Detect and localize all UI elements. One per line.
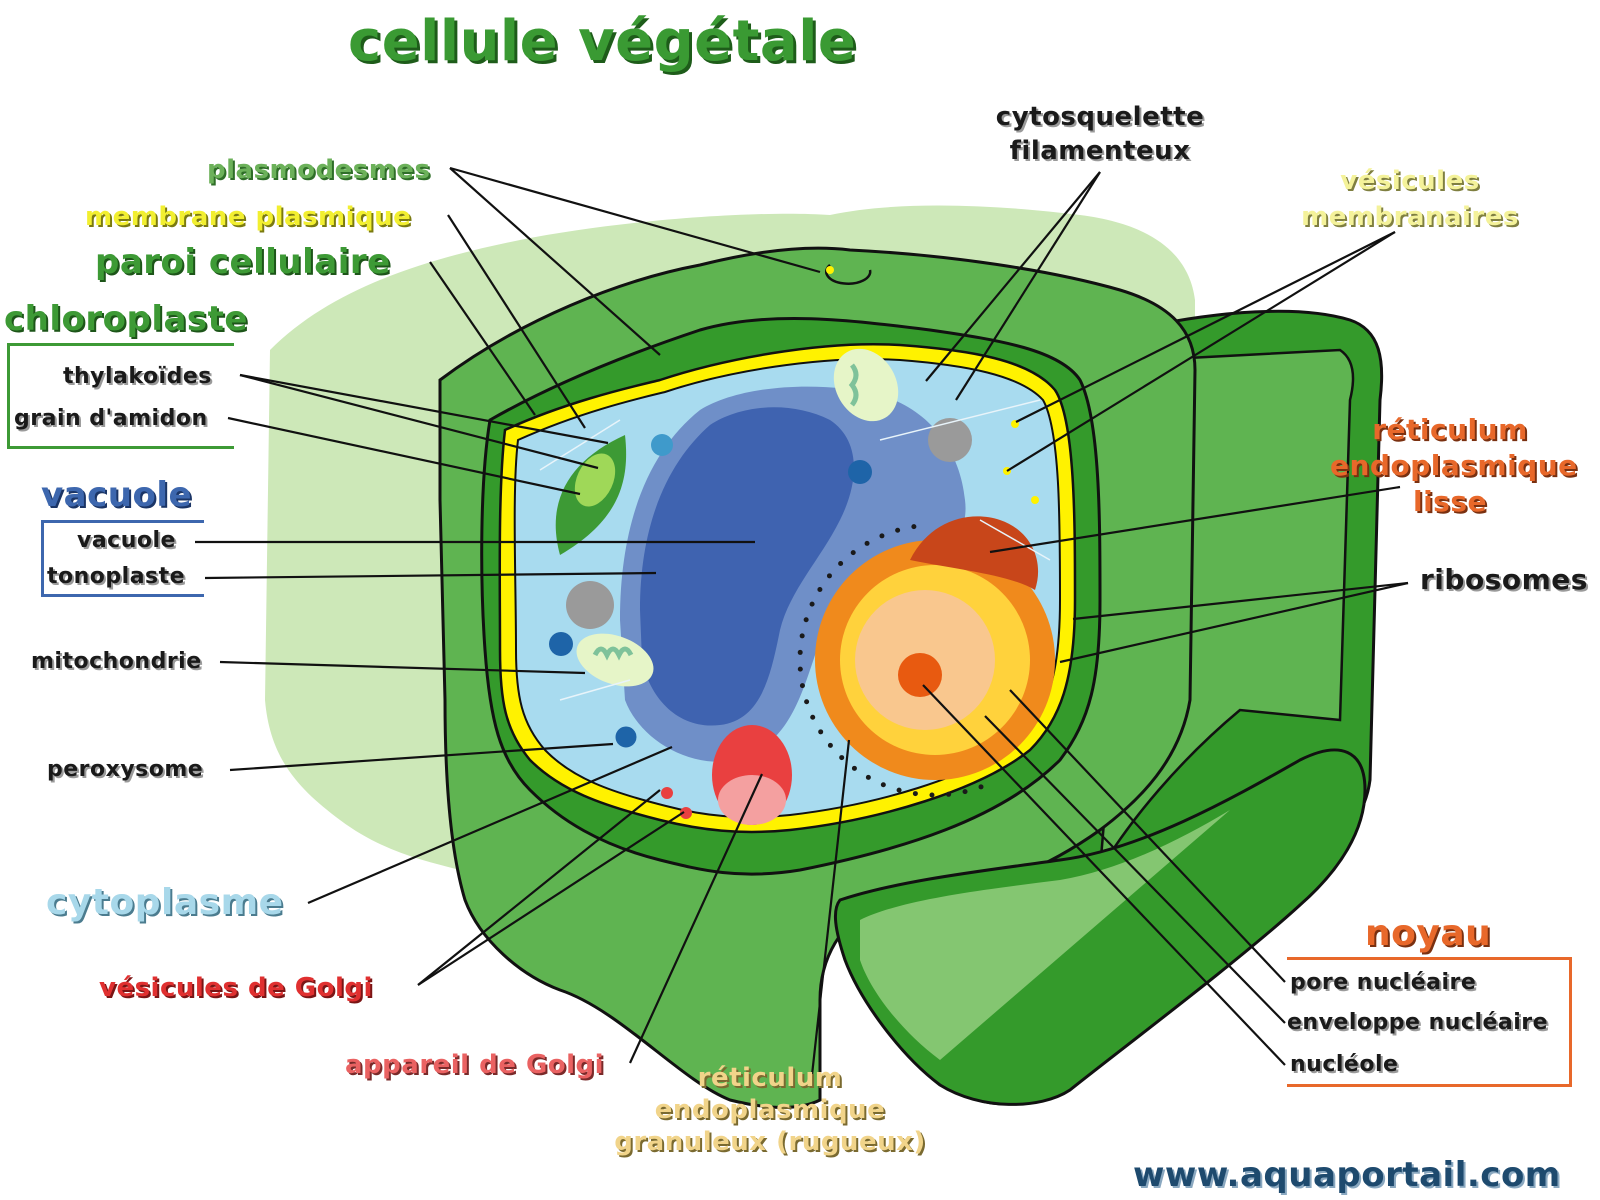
label-pore-nucleaire: pore nucléaire (1290, 970, 1477, 995)
label-cytoplasme: cytoplasme (46, 882, 284, 923)
label-nucleole: nucléole (1290, 1052, 1399, 1077)
mitochondrion-left (576, 633, 654, 687)
ribosome-dot (826, 573, 832, 579)
label-ribosomes: ribosomes (1420, 563, 1588, 596)
peroxysome-shape (612, 723, 640, 751)
ribosome-dot (797, 649, 803, 655)
ribosome-dot (929, 792, 935, 798)
mitochondrion-top (833, 348, 899, 422)
cytoskeleton-filaments (539, 399, 1051, 701)
ribosome-dot (799, 633, 805, 639)
label-membrane-plasmique: membrane plasmique (85, 202, 412, 232)
nucleolus-shape (898, 653, 942, 697)
label-noyau: noyau (1365, 913, 1492, 954)
diagram-title: cellule végétale (348, 9, 857, 74)
ribosome-dot (809, 601, 815, 607)
label-vacuole-group: vacuole (41, 475, 193, 515)
site-url: www.aquaportail.com (1133, 1155, 1561, 1195)
label-vesicules-membranaires: vésicules membranaires (1300, 163, 1520, 235)
ribosome-dot (865, 774, 871, 780)
ribosome-dot (804, 699, 810, 705)
chloroplaste-group-bracket (7, 343, 234, 449)
golgi-vesicle-1 (661, 787, 673, 799)
label-paroi-cellulaire: paroi cellulaire (95, 242, 391, 282)
rel-line-3: lisse (1412, 485, 1488, 518)
ribosome-dot (799, 683, 805, 689)
golgi-lower (718, 775, 786, 825)
label-vacuole: vacuole (77, 528, 176, 553)
ribosome-dot (827, 742, 833, 748)
plasmodesma-dot (826, 266, 834, 274)
ribosome-dot (839, 755, 845, 761)
label-reticulum-granuleux: réticulum endoplasmique granuleux (rugue… (590, 1062, 950, 1158)
rel-line-2: endoplasmique (1330, 449, 1578, 482)
vesicules-membranaires-line-1: vésicules (1340, 166, 1480, 196)
label-tonoplaste: tonoplaste (47, 564, 186, 589)
label-grain-amidon: grain d'amidon (14, 406, 208, 431)
ribosome-dot (810, 714, 816, 720)
rer-line-3: granuleux (rugueux) (614, 1127, 926, 1157)
vacuole-group-bracket (41, 520, 204, 597)
ribosome-dot (880, 782, 886, 788)
ribosome-dot (817, 586, 823, 592)
ribosome-dot (838, 560, 844, 566)
ribosome-dot (879, 533, 885, 539)
ribosome-dot (946, 791, 952, 797)
blue-vesicle-2 (549, 632, 573, 656)
ribosome-dot (978, 784, 984, 790)
ribosome-dot (962, 789, 968, 795)
label-cytosquelette: cytosquelette filamenteux (980, 100, 1220, 168)
vacuole-shape (640, 407, 854, 726)
label-enveloppe-nucleaire: enveloppe nucléaire (1287, 1010, 1549, 1035)
blue-vesicle-3 (848, 460, 872, 484)
label-peroxysome: peroxysome (47, 757, 204, 782)
ribosome-dot (912, 791, 918, 797)
ribosome-dot (864, 540, 870, 546)
rer-line-2: endoplasmique (654, 1095, 886, 1125)
blue-vesicle-1 (651, 434, 673, 456)
label-vesicules-golgi: vésicules de Golgi (99, 973, 373, 1003)
grey-body-2 (566, 581, 614, 629)
ribosome-dot (797, 666, 803, 672)
ribosome-dot (818, 729, 824, 735)
golgi-vesicle-2 (680, 807, 692, 819)
label-reticulum-lisse: réticulum endoplasmique lisse (1330, 412, 1578, 520)
label-mitochondrie: mitochondrie (31, 649, 202, 674)
ribosome-dot (911, 524, 917, 530)
membrane-vesicle-3 (1031, 496, 1039, 504)
grey-body-1 (928, 418, 972, 462)
label-chloroplaste: chloroplaste (4, 299, 248, 339)
cytosquelette-line-2: filamenteux (1009, 136, 1191, 166)
ribosome-dot (803, 617, 809, 623)
vesicules-membranaires-line-2: membranaires (1301, 202, 1519, 232)
label-appareil-golgi: appareil de Golgi (345, 1050, 605, 1080)
mitochondrion-cristae-top (848, 363, 859, 407)
ribosome-dot (896, 787, 902, 793)
leader-lines (195, 166, 1409, 1076)
thylakoid-stack (574, 453, 616, 507)
ribosome-dot (851, 765, 857, 771)
label-thylakoides: thylakoïdes (63, 364, 212, 389)
label-plasmodesmes: plasmodesmes (207, 155, 431, 185)
rer-line-1: réticulum (697, 1063, 843, 1093)
cytosquelette-line-1: cytosquelette (995, 102, 1205, 132)
rel-line-1: réticulum (1372, 413, 1528, 446)
noyau-group-bracket (1287, 957, 1572, 1087)
mitochondrion-cristae-left (592, 646, 634, 661)
ribosome-dot (850, 550, 856, 556)
ribosome-dot (895, 527, 901, 533)
